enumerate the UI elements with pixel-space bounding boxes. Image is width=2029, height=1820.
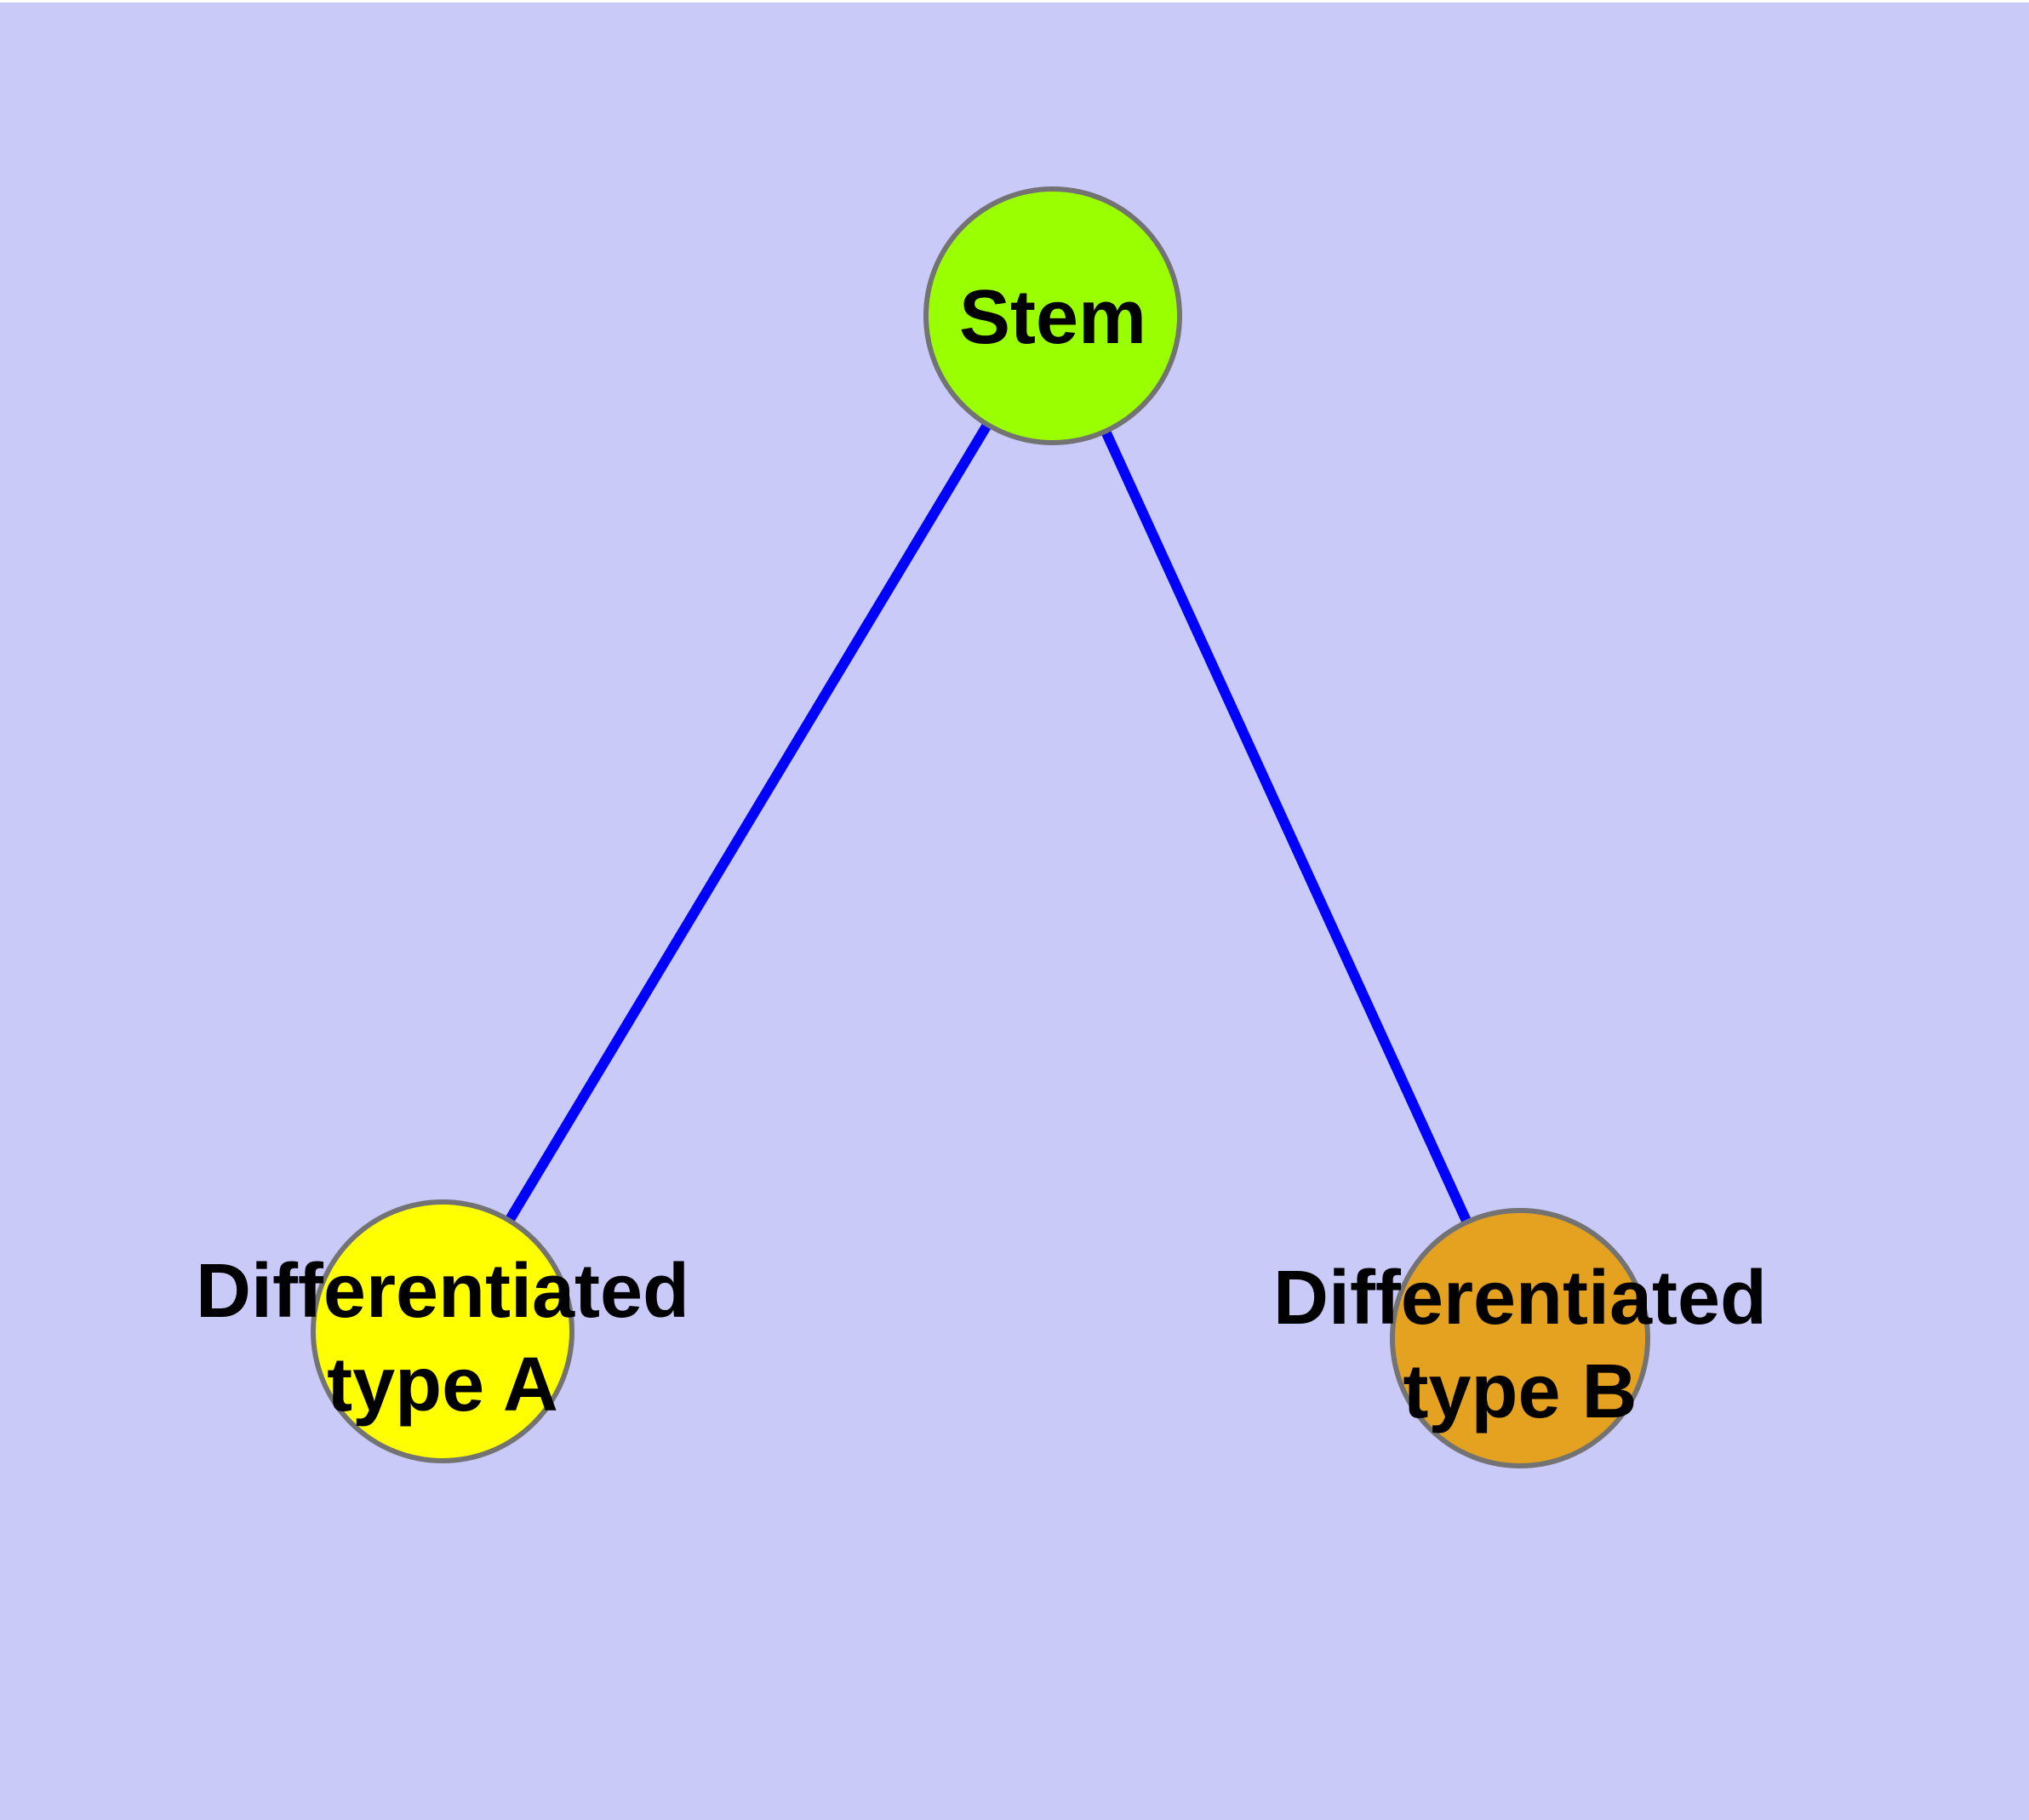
node-differentiated-type-a: Differentiated type A bbox=[196, 1199, 689, 1463]
node-differentiated-type-a-label-line2: type A bbox=[327, 1342, 558, 1428]
node-differentiated-type-a-circle bbox=[311, 1199, 574, 1463]
node-stem-label: Stem bbox=[959, 275, 1146, 360]
node-differentiated-type-b-label-line1: Differentiated bbox=[1273, 1256, 1767, 1341]
edge-stem-to-type-b bbox=[1048, 313, 1525, 1341]
node-differentiated-type-b-circle bbox=[1390, 1208, 1650, 1468]
node-stem-circle bbox=[923, 186, 1182, 445]
node-differentiated-type-b: Differentiated type B bbox=[1273, 1208, 1767, 1468]
node-stem: Stem bbox=[923, 186, 1182, 445]
node-differentiated-type-a-label-line1: Differentiated bbox=[196, 1249, 689, 1334]
edge-stem-to-type-a bbox=[437, 312, 1058, 1335]
node-differentiated-type-b-label-line2: type B bbox=[1403, 1349, 1637, 1434]
